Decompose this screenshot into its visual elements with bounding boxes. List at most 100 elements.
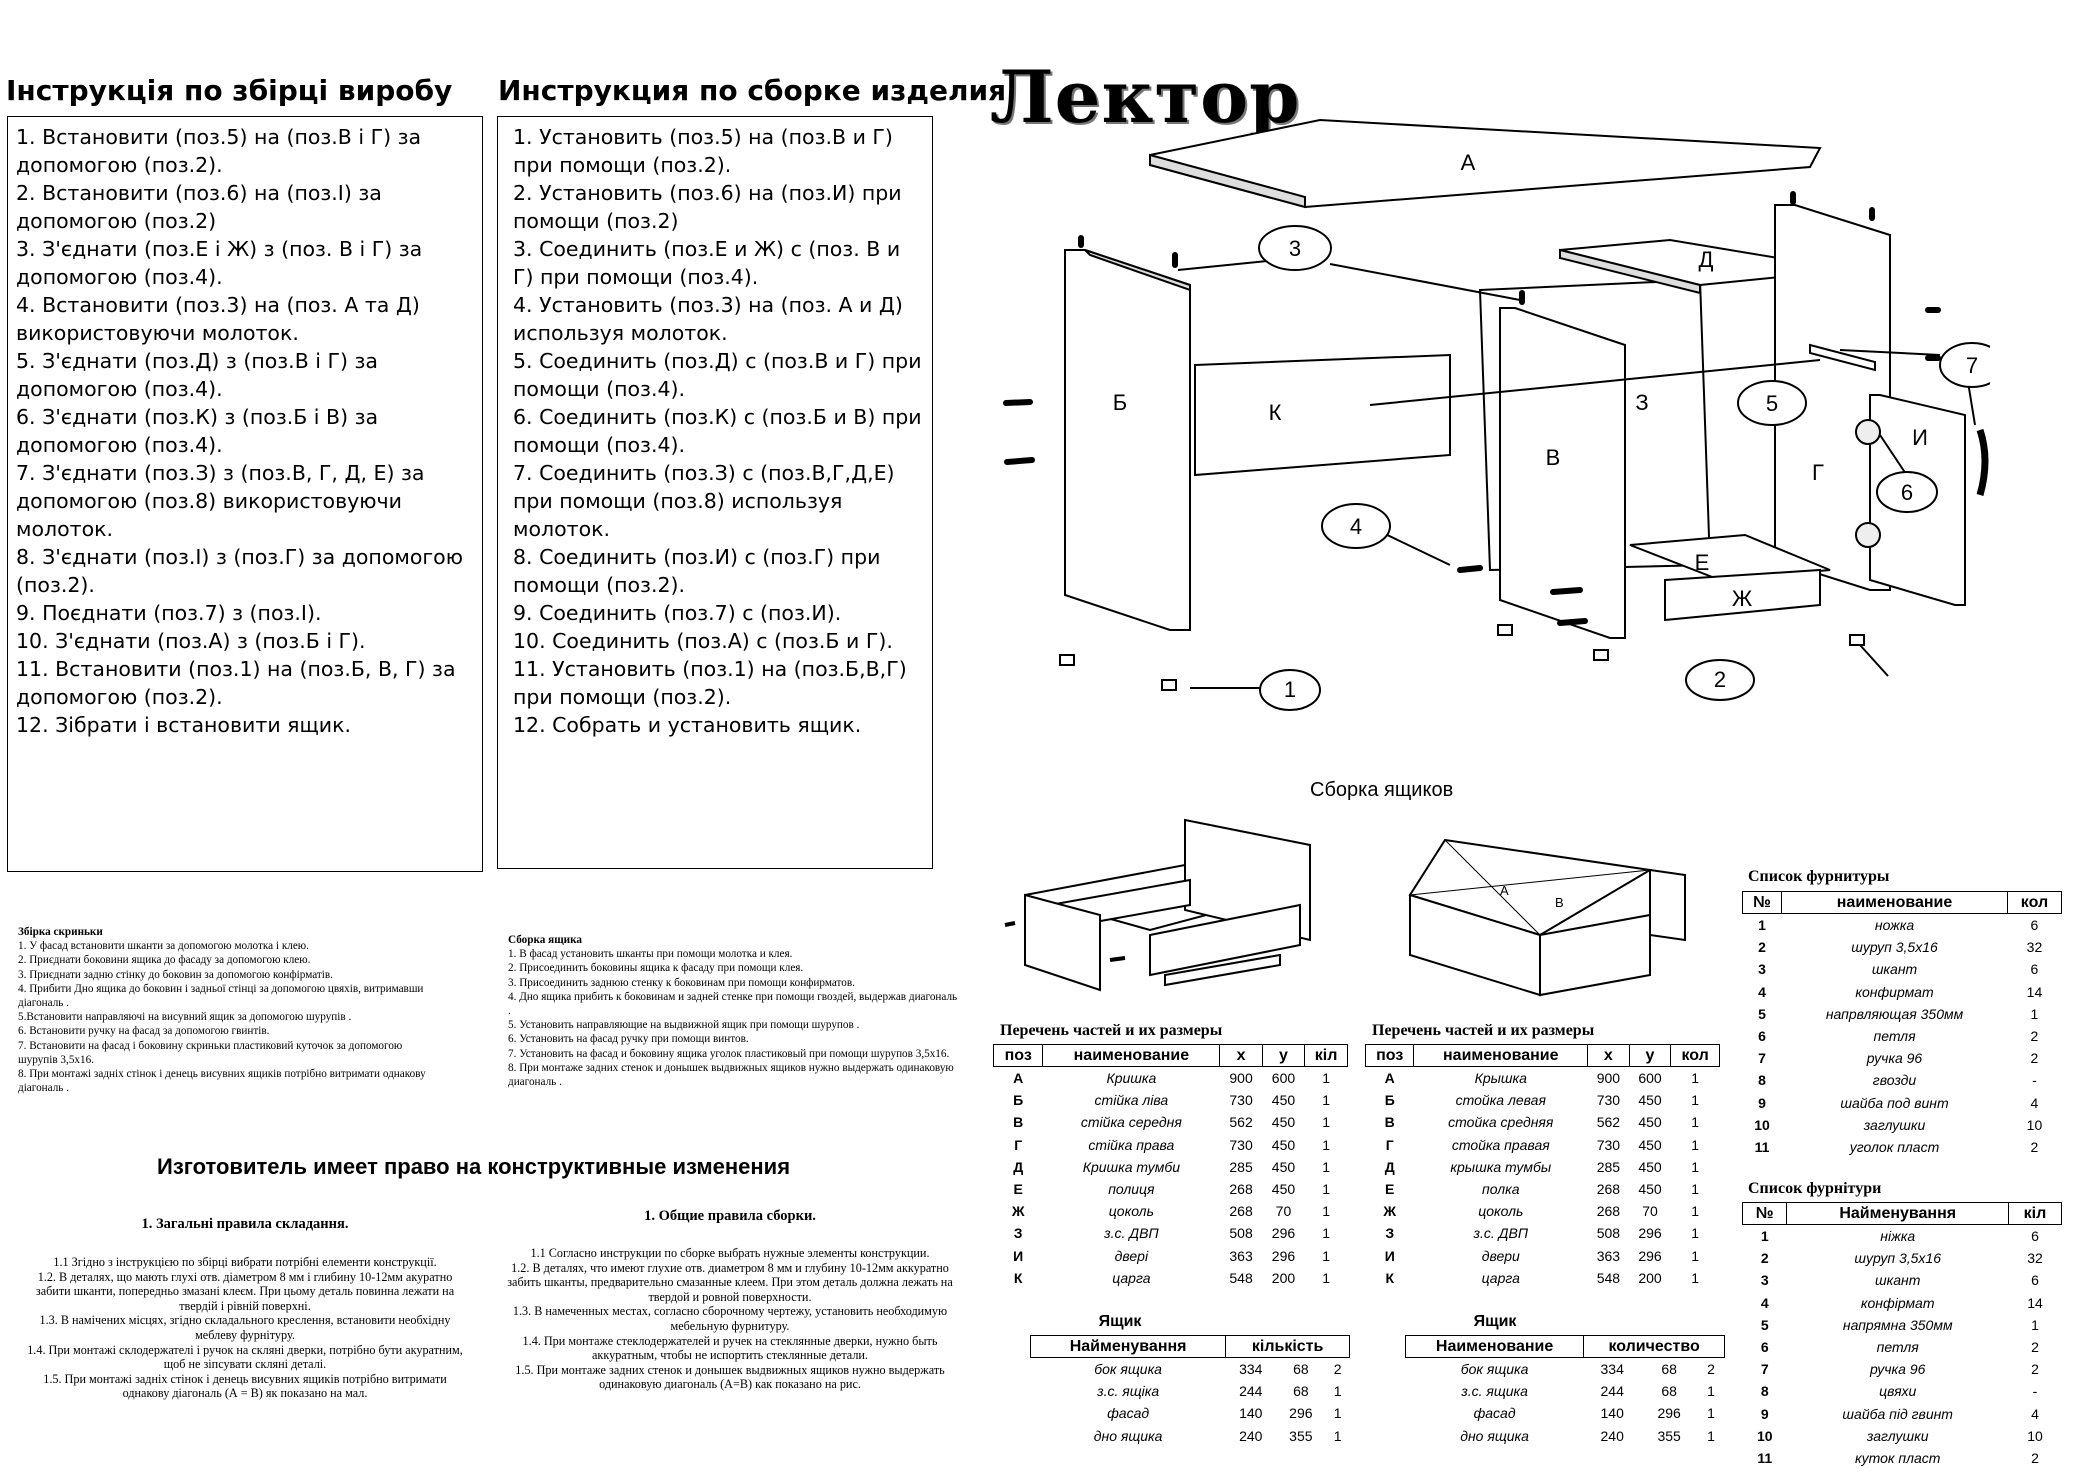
part-label-k: К <box>1269 400 1282 425</box>
table-cell: 1 <box>1691 1203 1700 1220</box>
callout-1: 1 <box>1284 677 1296 702</box>
rus-instructions-title: Инструкция по сборке изделия <box>498 74 1007 107</box>
drawer-ukr-title: Ящик <box>1098 1313 1142 1330</box>
manufacturer-notice: Изготовитель имеет право на конструктивн… <box>157 1154 791 1179</box>
table-cell: царга <box>1481 1269 1520 1286</box>
table-cell: з.с. ДВП <box>1104 1225 1159 1242</box>
table-cell: Д <box>1384 1158 1395 1175</box>
table-cell: двери <box>1481 1247 1520 1264</box>
parts-list-rus-title: Перечень частей и их размеры <box>1372 1022 1595 1039</box>
table-cell: стойка правая <box>1451 1136 1550 1153</box>
drawer-assembly-step: 8. При монтаже задних стенок и донышек в… <box>508 1061 954 1089</box>
general-rule-item: 1.2. В деталях, что имеют глухие отв. ди… <box>507 1260 953 1304</box>
part-label-zh: Ж <box>1732 586 1753 611</box>
table-cell: Кришка тумби <box>1082 1158 1181 1175</box>
table-cell: 1 <box>1333 1405 1342 1422</box>
table-cell: 1 <box>1691 1247 1700 1264</box>
table-cell: 450 <box>1638 1158 1662 1175</box>
table-cell: 7 <box>1758 1050 1766 1067</box>
table-cell: 5 <box>1758 1005 1766 1022</box>
general-rule-item: 1.4. При монтажі склодержателі і ручок н… <box>27 1342 463 1372</box>
table-cell: 1 <box>1691 1269 1700 1286</box>
table-cell: - <box>2032 1383 2038 1400</box>
table-header-cell: поз <box>1364 1044 1415 1067</box>
table-cell: петля <box>1873 1028 1916 1045</box>
drawer-assembly-step: 5. Установить направляющие на выдвижной … <box>508 1019 860 1032</box>
table-cell: А <box>1013 1070 1024 1087</box>
table-cell: 140 <box>1239 1405 1263 1422</box>
table-cell: цоколь <box>1478 1203 1524 1220</box>
table-cell: В <box>1384 1114 1395 1131</box>
table-cell: шуруп 3,5х16 <box>1851 939 1938 956</box>
instruction-step: 11. Установить (поз.1) на (поз.Б,В,Г) пр… <box>513 657 907 709</box>
callout-4: 4 <box>1350 514 1362 539</box>
table-cell: 1 <box>1322 1225 1330 1242</box>
instruction-step: 11. Встановити (поз.1) на (поз.Б, В, Г) … <box>16 657 456 709</box>
table-cell: К <box>1013 1269 1023 1286</box>
table-cell: 1 <box>1691 1114 1700 1131</box>
table-header-cell: x <box>1587 1044 1630 1067</box>
drawer-assembly-step: 1. В фасад установить шканты при помощи … <box>508 948 793 961</box>
instruction-step: 7. Соединить (поз.З) с (поз.В,Г,Д,Е) при… <box>513 461 895 541</box>
table-header-cell: количество <box>1583 1335 1725 1358</box>
table-cell: 1 <box>1707 1383 1715 1400</box>
part-label-e: Е <box>1695 550 1710 575</box>
table-cell: стойка левая <box>1455 1092 1546 1109</box>
table-cell: 1 <box>1707 1427 1715 1444</box>
table-cell: 363 <box>1596 1247 1621 1264</box>
table-cell: з.с. ящіка <box>1097 1383 1160 1400</box>
table-header-cell: Найменування <box>1786 1202 2009 1225</box>
instruction-step: 10. З'єднати (поз.А) з (поз.Б і Г). <box>16 629 366 653</box>
table-cell: 11 <box>1754 1138 1770 1155</box>
table-cell: 244 <box>1600 1383 1624 1400</box>
table-cell: 450 <box>1638 1114 1662 1131</box>
table-cell: ручка 96 <box>1866 1050 1923 1067</box>
table-cell: гвозди <box>1872 1072 1917 1089</box>
table-cell: 68 <box>1661 1361 1677 1378</box>
table-cell: 1 <box>1691 1070 1700 1087</box>
table-cell: 6 <box>1758 1028 1766 1045</box>
table-header-cell: кол <box>1670 1044 1720 1067</box>
table-cell: З <box>1013 1225 1023 1242</box>
table-header-cell: Найменування <box>1029 1335 1227 1358</box>
callout-5: 5 <box>1766 391 1778 416</box>
table-cell: ручка 96 <box>1869 1361 1926 1378</box>
drawer-assembly-step: 6. Установить на фасад ручку при помощи … <box>508 1033 749 1046</box>
drawer-assembly-step: 2. Приєднати боковини ящика до фасаду за… <box>18 954 311 967</box>
table-cell: 1 <box>2031 1316 2039 1333</box>
table-header-cell: кіл <box>1304 1044 1348 1067</box>
table-cell: 296 <box>1271 1247 1296 1264</box>
table-cell: 1 <box>1758 917 1766 934</box>
table-cell: 334 <box>1239 1361 1263 1378</box>
general-rule-item: 1.5. При монтаже задних стенок и донышек… <box>515 1362 945 1392</box>
table-cell: 1 <box>1333 1427 1342 1444</box>
table-cell: 4 <box>1758 983 1766 1000</box>
table-cell: 32 <box>2027 1250 2043 1267</box>
table-cell: 548 <box>1596 1269 1621 1286</box>
table-cell: 285 <box>1229 1158 1253 1175</box>
table-cell: 1 <box>1322 1092 1330 1109</box>
table-cell: 2 <box>1758 939 1766 956</box>
table-cell: Д <box>1013 1158 1024 1175</box>
table-cell: 200 <box>1638 1269 1662 1286</box>
table-cell: 900 <box>1596 1070 1621 1087</box>
table-cell: 1 <box>1691 1092 1700 1109</box>
